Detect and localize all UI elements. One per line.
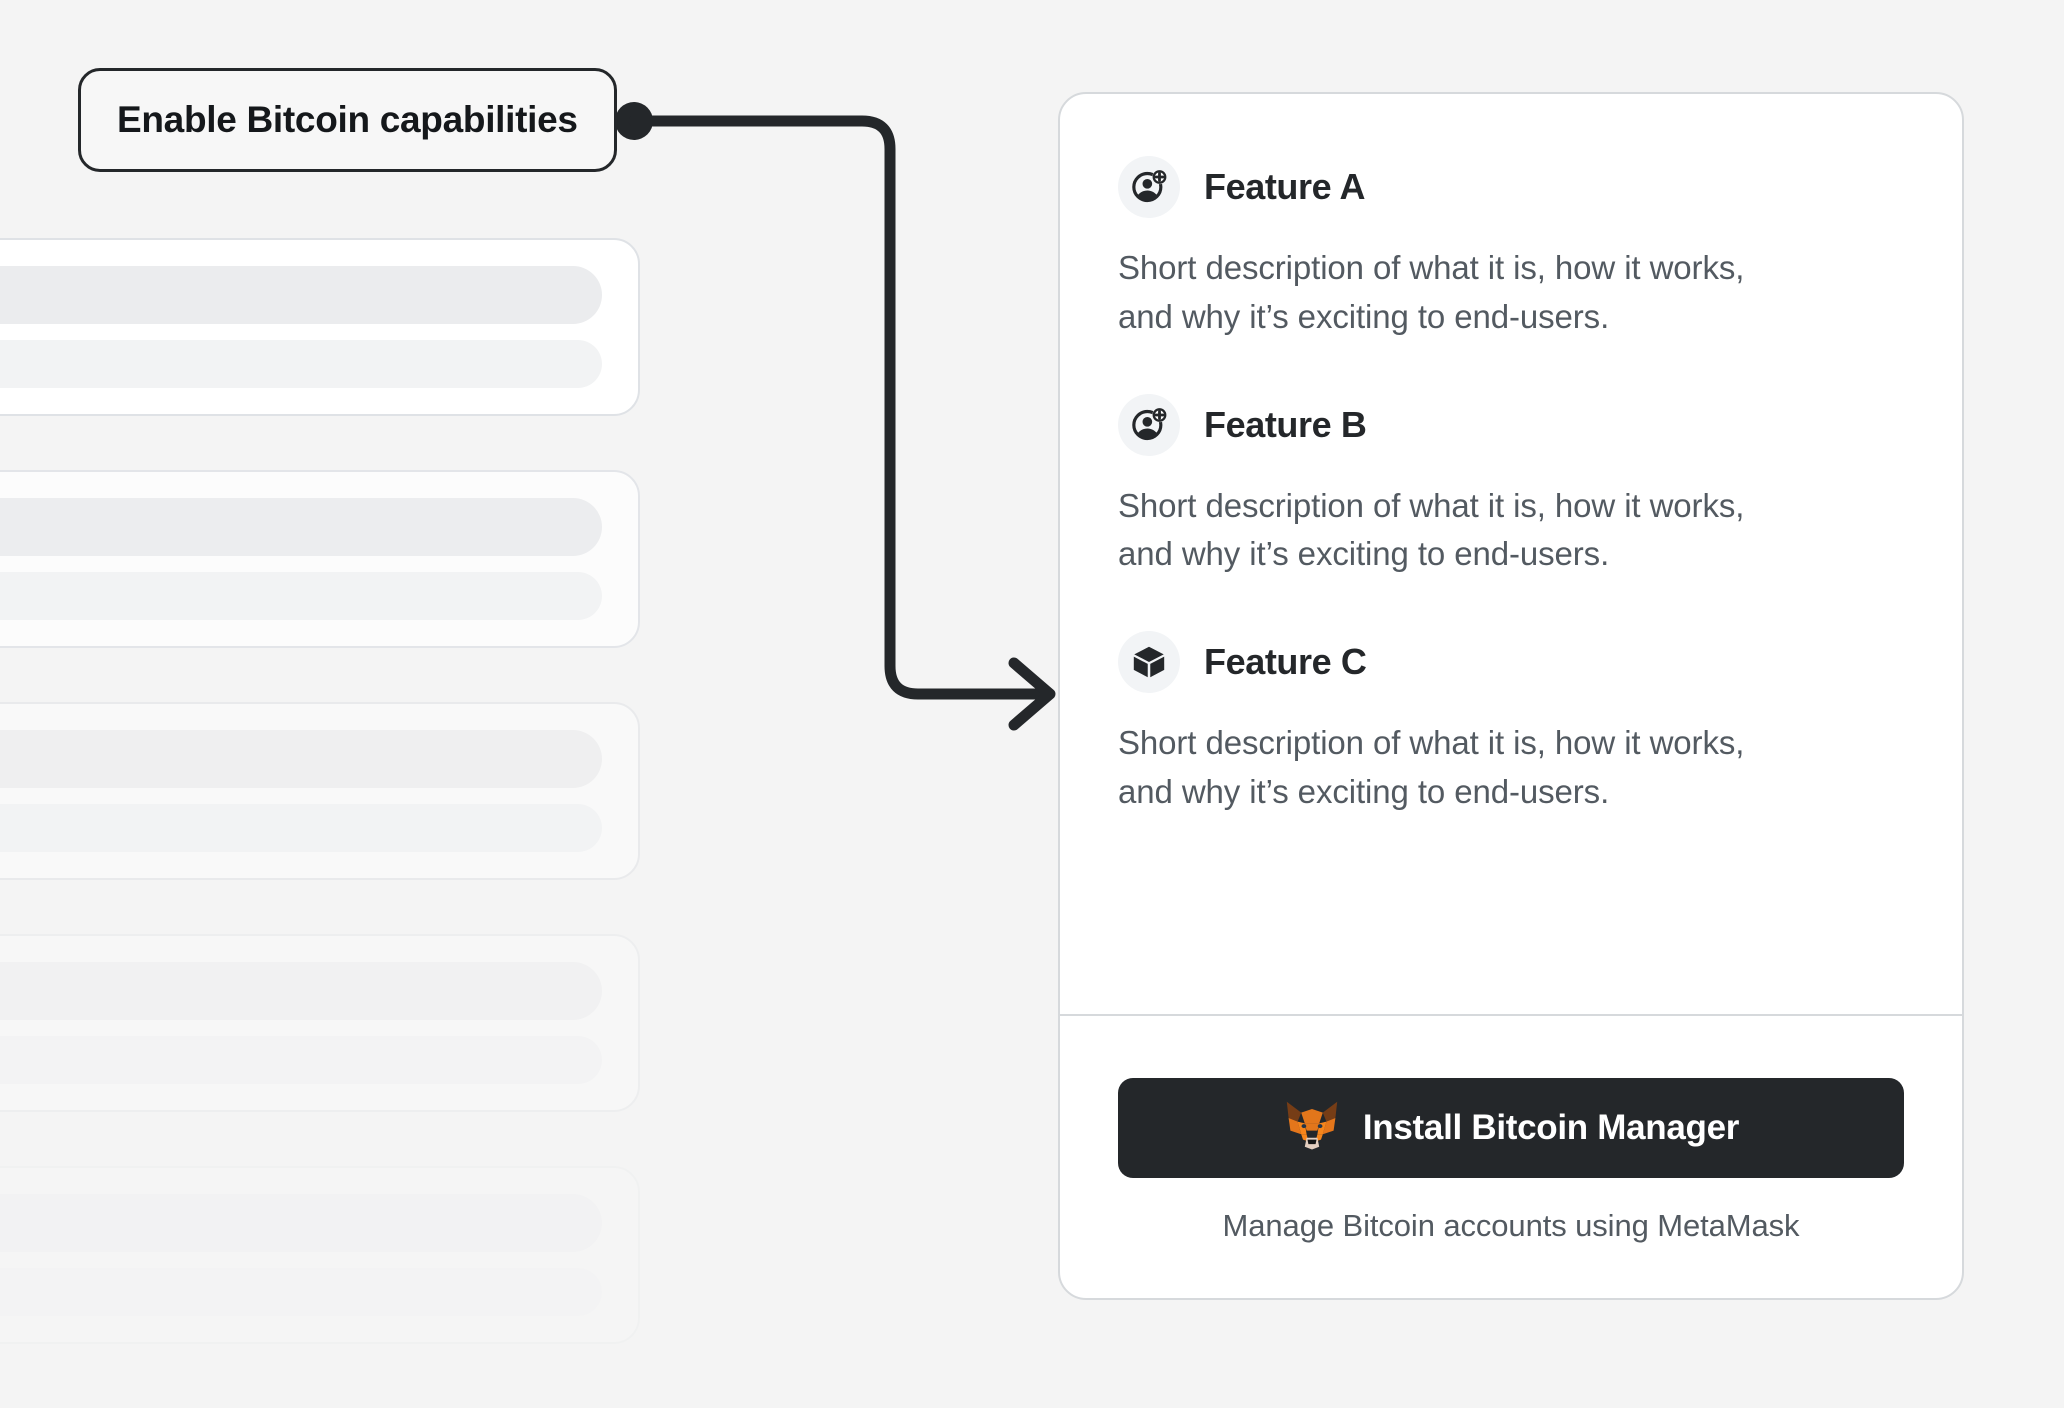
- feature-item: Feature A Short description of what it i…: [1118, 156, 1904, 342]
- skeleton-bar-secondary: [0, 1268, 602, 1316]
- feature-description: Short description of what it is, how it …: [1118, 486, 1745, 573]
- feature-header: Feature C: [1118, 631, 1904, 694]
- account-add-icon: [1118, 156, 1180, 218]
- skeleton-card: [0, 470, 640, 648]
- skeleton-bar-secondary: [0, 804, 602, 852]
- annotation-callout: Enable Bitcoin capabilities: [78, 68, 617, 172]
- metamask-fox-icon: [1283, 1100, 1341, 1157]
- feature-list: Feature A Short description of what it i…: [1060, 94, 1962, 1014]
- skeleton-card: [0, 934, 640, 1112]
- connector-arrowhead-icon: [1008, 657, 1056, 731]
- skeleton-card: [0, 238, 640, 416]
- feature-title: Feature B: [1204, 403, 1367, 445]
- skeleton-bar-secondary: [0, 1036, 602, 1084]
- install-bitcoin-manager-button[interactable]: Install Bitcoin Manager: [1118, 1078, 1904, 1178]
- skeleton-bar-primary: [0, 962, 602, 1020]
- feature-header: Feature B: [1118, 393, 1904, 456]
- connector-anchor-dot: [615, 102, 653, 140]
- connector-path: [628, 115, 1050, 700]
- feature-item: Feature C Short description of what it i…: [1118, 631, 1904, 817]
- skeleton-bar-secondary: [0, 572, 602, 620]
- cta-caption: Manage Bitcoin accounts using MetaMask: [1222, 1208, 1800, 1243]
- annotation-label: Enable Bitcoin capabilities: [117, 99, 578, 140]
- skeleton-bar-primary: [0, 498, 602, 556]
- background-skeleton-list: [0, 238, 640, 1408]
- cube-icon: [1118, 631, 1180, 694]
- feature-header: Feature A: [1118, 156, 1904, 218]
- skeleton-card: [0, 702, 640, 880]
- account-add-icon: [1118, 393, 1180, 456]
- skeleton-bar-primary: [0, 1194, 602, 1252]
- feature-title: Feature A: [1204, 166, 1366, 207]
- skeleton-bar-primary: [0, 266, 602, 324]
- card-divider: [1060, 1014, 1962, 1016]
- feature-item: Feature B Short description of what it i…: [1118, 393, 1904, 580]
- skeleton-bar-primary: [0, 730, 602, 788]
- skeleton-bar-secondary: [0, 340, 602, 388]
- install-button-label: Install Bitcoin Manager: [1362, 1108, 1740, 1147]
- feature-description: Short description of what it is, how it …: [1118, 724, 1745, 811]
- skeleton-card: [0, 1166, 640, 1344]
- cta-region: Install Bitcoin Manager Manage Bitcoin a…: [1060, 1016, 1962, 1298]
- feature-description: Short description of what it is, how it …: [1118, 249, 1745, 335]
- feature-title: Feature C: [1204, 641, 1367, 683]
- bitcoin-capabilities-card: Feature A Short description of what it i…: [1058, 92, 1964, 1300]
